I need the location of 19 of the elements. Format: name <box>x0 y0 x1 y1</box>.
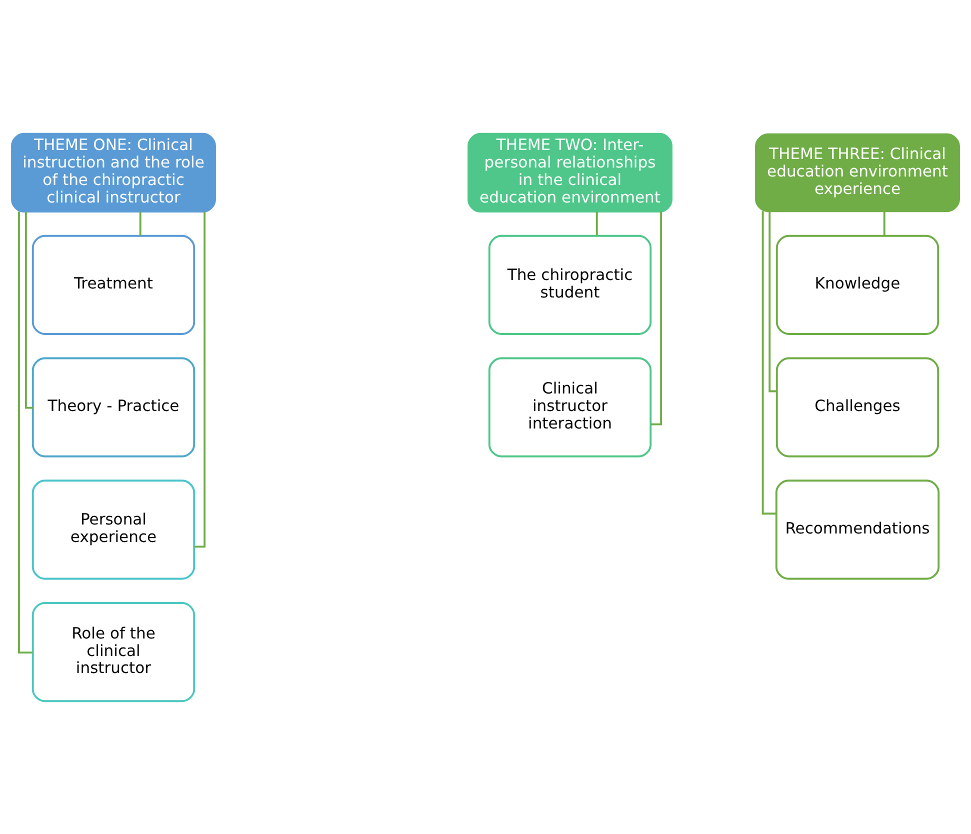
connector <box>596 211 598 236</box>
node-box: THEME TWO: Inter-personal relationships in the clinical education environment <box>468 132 672 212</box>
connector <box>24 211 33 408</box>
node-box: Recommendations <box>775 479 940 580</box>
node-box: THEME THREE: Clinical education environment experience <box>755 132 960 212</box>
connector <box>883 210 886 236</box>
node-box: Knowledge <box>776 234 940 334</box>
node-box: Personal experience <box>32 479 196 580</box>
connector <box>768 210 777 392</box>
node-box: Clinical instructor interaction <box>488 356 652 457</box>
connector <box>650 211 662 425</box>
node-box: Challenges <box>776 356 940 457</box>
connector <box>194 211 206 548</box>
node-box: Theory - Practice <box>32 356 196 457</box>
node-box: Treatment <box>32 234 196 334</box>
node-box: The chiropractic student <box>488 234 652 334</box>
node-box: THEME ONE: Clinical instruction and the role of the chiropractic clinical instructor <box>11 132 216 212</box>
connector <box>139 211 142 236</box>
node-box: Role of the clinical instructor <box>32 602 196 702</box>
